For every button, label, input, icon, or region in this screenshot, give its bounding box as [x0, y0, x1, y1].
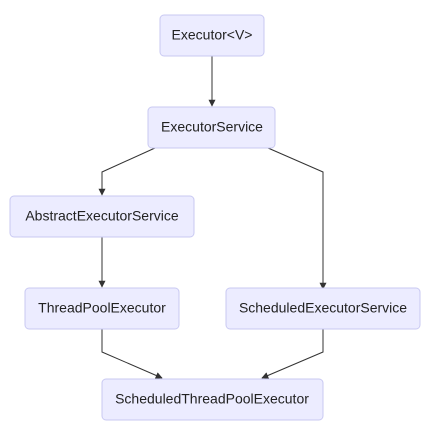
- node-executor-service[interactable]: ExecutorService: [147, 106, 276, 149]
- node-scheduled-thread-pool-executor[interactable]: ScheduledThreadPoolExecutor: [101, 378, 324, 421]
- node-abstract-executor-service-label: AbstractExecutorService: [25, 208, 178, 224]
- node-scheduled-executor-service[interactable]: ScheduledExecutorService: [225, 287, 421, 330]
- node-scheduled-executor-service-label: ScheduledExecutorService: [239, 300, 407, 316]
- node-executor[interactable]: Executor<V>: [159, 14, 265, 57]
- node-thread-pool-executor-label: ThreadPoolExecutor: [38, 300, 166, 316]
- node-thread-pool-executor[interactable]: ThreadPoolExecutor: [24, 287, 180, 330]
- node-executor-service-label: ExecutorService: [161, 119, 263, 135]
- edges: [98, 56, 327, 379]
- edge-scheduled-executor-service-to-scheduled-thread-pool-executor: [261, 329, 324, 379]
- edge-thread-pool-executor-to-scheduled-thread-pool-executor: [101, 329, 163, 379]
- node-executor-label: Executor<V>: [172, 27, 253, 43]
- node-scheduled-thread-pool-executor-label: ScheduledThreadPoolExecutor: [115, 391, 309, 407]
- edge-executor-service-to-abstract-executor-service: [98, 147, 156, 196]
- edge-executor-service-to-scheduled-executor-service: [267, 147, 327, 290]
- node-abstract-executor-service[interactable]: AbstractExecutorService: [9, 195, 195, 238]
